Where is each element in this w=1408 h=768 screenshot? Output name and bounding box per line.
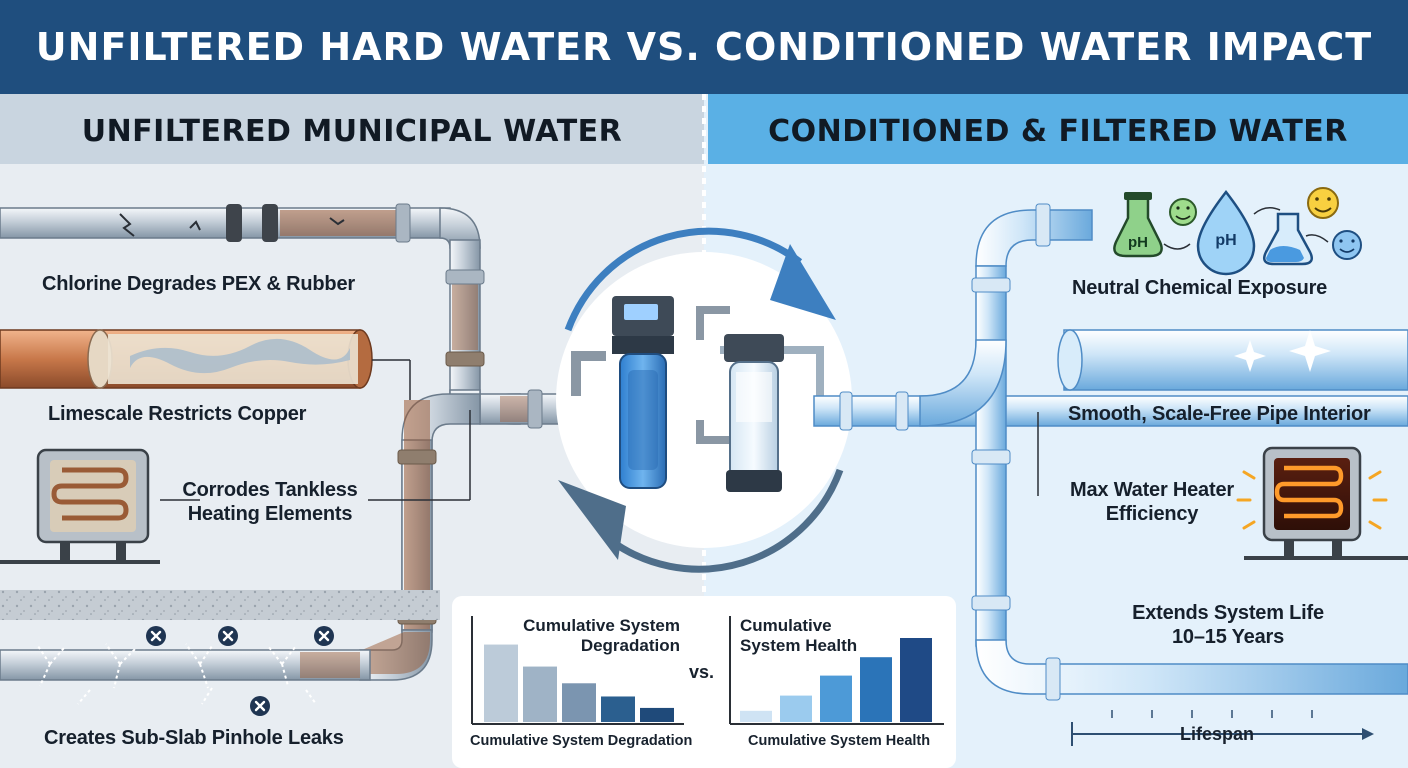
degradation-bars — [484, 644, 674, 722]
chart-left-title: Cumulative System Degradation — [523, 616, 680, 656]
heater-label: Max Water Heater Efficiency — [1050, 478, 1254, 527]
chemical-label: Neutral Chemical Exposure — [1072, 277, 1328, 299]
right-panel-heading: CONDITIONED & FILTERED WATER — [768, 114, 1348, 149]
heater-line-1: Max Water Heater — [1070, 479, 1234, 501]
corrodes-line-2: Heating Elements — [187, 503, 353, 526]
system-life-label: Extends System Life 10–15 Years — [1098, 601, 1358, 650]
degradation-bar-5 — [640, 707, 674, 722]
chart-right-title: Cumulative System Health — [740, 616, 858, 656]
left-pipe-network — [0, 203, 601, 681]
interior-label: Smooth, Scale-Free Pipe Interior — [1068, 403, 1371, 425]
health-bar-5 — [900, 638, 932, 722]
health-bar-3 — [820, 675, 852, 722]
corroded-heater-icon — [0, 410, 471, 564]
lifespan-timeline — [1071, 710, 1374, 746]
health-bar-2 — [780, 695, 812, 722]
heater-line-2: Efficiency — [1105, 503, 1199, 526]
lifespan-label: Lifespan — [1180, 724, 1255, 744]
right-heading-band — [708, 94, 1408, 164]
health-bar-1 — [740, 710, 772, 722]
corrodes-line-1: Corrodes Tankless — [182, 479, 358, 501]
degradation-bar-4 — [601, 696, 635, 722]
chlorine-label: Chlorine Degrades PEX & Rubber — [42, 273, 355, 295]
leaks-label: Creates Sub-Slab Pinhole Leaks — [44, 727, 344, 749]
left-panel-heading: UNFILTERED MUNICIPAL WATER — [81, 114, 623, 149]
right-pipe-network — [813, 203, 1408, 701]
ph-text-1: pH — [1128, 234, 1148, 251]
life-line-1: Extends System Life — [1132, 602, 1324, 624]
copper-pipe-limescale — [0, 329, 411, 400]
filtration-system — [556, 227, 852, 573]
page-title: UNFILTERED HARD WATER VS. CONDITIONED WA… — [35, 25, 1373, 69]
health-bars — [740, 638, 932, 722]
corrodes-label: Corrodes Tankless Heating Elements — [170, 478, 370, 527]
sub-slab-leaks — [0, 590, 440, 716]
chart-right-caption: Cumulative System Health — [748, 733, 931, 749]
life-line-2: 10–15 Years — [1172, 626, 1284, 649]
degradation-bar-1 — [484, 644, 518, 722]
degradation-bar-2 — [523, 666, 557, 722]
header-bar — [0, 0, 1408, 94]
chart-left-caption: Cumulative System Degradation — [470, 733, 693, 749]
ph-badges-icon — [1113, 187, 1362, 276]
limescale-label: Limescale Restricts Copper — [48, 403, 307, 425]
efficient-heater-icon — [1236, 446, 1408, 560]
left-heading-band — [0, 94, 704, 164]
degradation-bar-3 — [562, 683, 596, 722]
health-bar-4 — [860, 657, 892, 722]
ph-text-2: pH — [1215, 232, 1236, 249]
vs-label: vs. — [689, 662, 715, 682]
